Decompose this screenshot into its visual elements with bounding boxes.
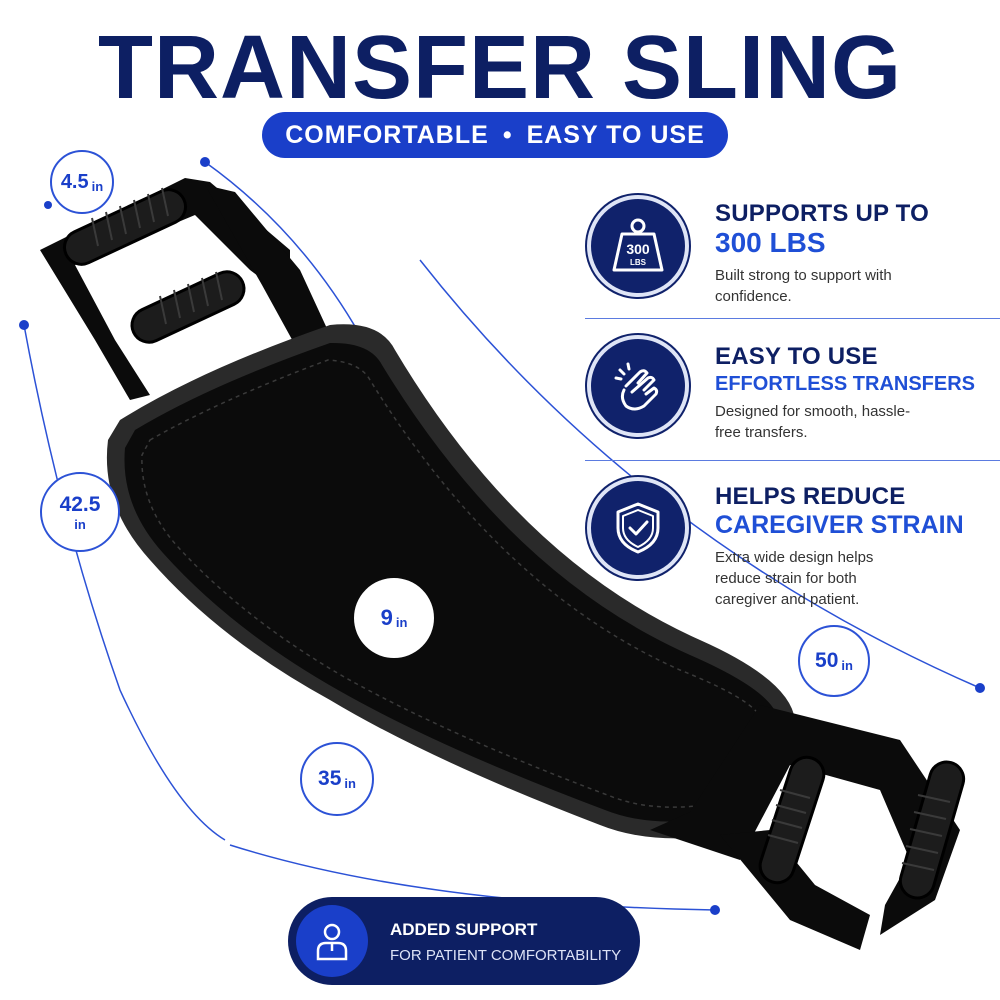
subtitle-left: COMFORTABLE <box>285 120 489 149</box>
dim-line-top-right <box>204 161 361 336</box>
bottom-strap <box>650 705 960 950</box>
subtitle-right: EASY TO USE <box>526 120 705 149</box>
feature-description: Built strong to support with confidence. <box>715 267 892 305</box>
dim-line-bottom <box>229 844 716 911</box>
feature-description: Extra wide design helps reduce strain fo… <box>715 549 874 608</box>
feature-highlight: CAREGIVER STRAIN <box>715 511 964 539</box>
feature-heading: HELPS REDUCE <box>715 483 906 510</box>
feature-highlight: EFFORTLESS TRANSFERS <box>715 373 976 395</box>
svg-text:LBS: LBS <box>630 258 647 267</box>
subtitle-separator: • <box>502 120 513 149</box>
svg-text:300: 300 <box>626 241 650 257</box>
feature-heading: SUPPORTS UP TO <box>715 200 929 227</box>
feature-description: Designed for smooth, hassle-free transfe… <box>715 403 911 441</box>
weight-icon: 300 LBS <box>587 195 689 297</box>
feature-divider <box>585 318 1000 319</box>
subtitle-pill: COMFORTABLE • EASY TO USE <box>262 112 728 158</box>
dim-line-left <box>23 324 226 841</box>
top-handles <box>62 187 246 344</box>
hand-snap-icon <box>587 335 689 437</box>
shield-check-icon <box>587 477 689 579</box>
feature-divider <box>585 460 1000 461</box>
person-icon <box>296 905 368 977</box>
added-support-badge: ADDED SUPPORT FOR PATIENT COMFORTABILITY <box>288 897 640 985</box>
feature-heading: EASY TO USE <box>715 343 878 370</box>
badge-title: ADDED SUPPORT <box>390 920 538 939</box>
feature-strain: HELPS REDUCE CAREGIVER STRAIN Extra wide… <box>585 477 1000 608</box>
feature-capacity: 300 LBS SUPPORTS UP TO 300 LBS Built str… <box>585 195 1000 320</box>
badge-subtitle: FOR PATIENT COMFORTABILITY <box>390 947 622 964</box>
sling-pad <box>124 342 778 822</box>
bottom-handles <box>758 755 966 900</box>
feature-highlight: 300 LBS <box>715 227 826 258</box>
feature-ease: EASY TO USE EFFORTLESS TRANSFERS Designe… <box>585 335 1000 460</box>
page-title: TRANSFER SLING <box>97 18 902 118</box>
